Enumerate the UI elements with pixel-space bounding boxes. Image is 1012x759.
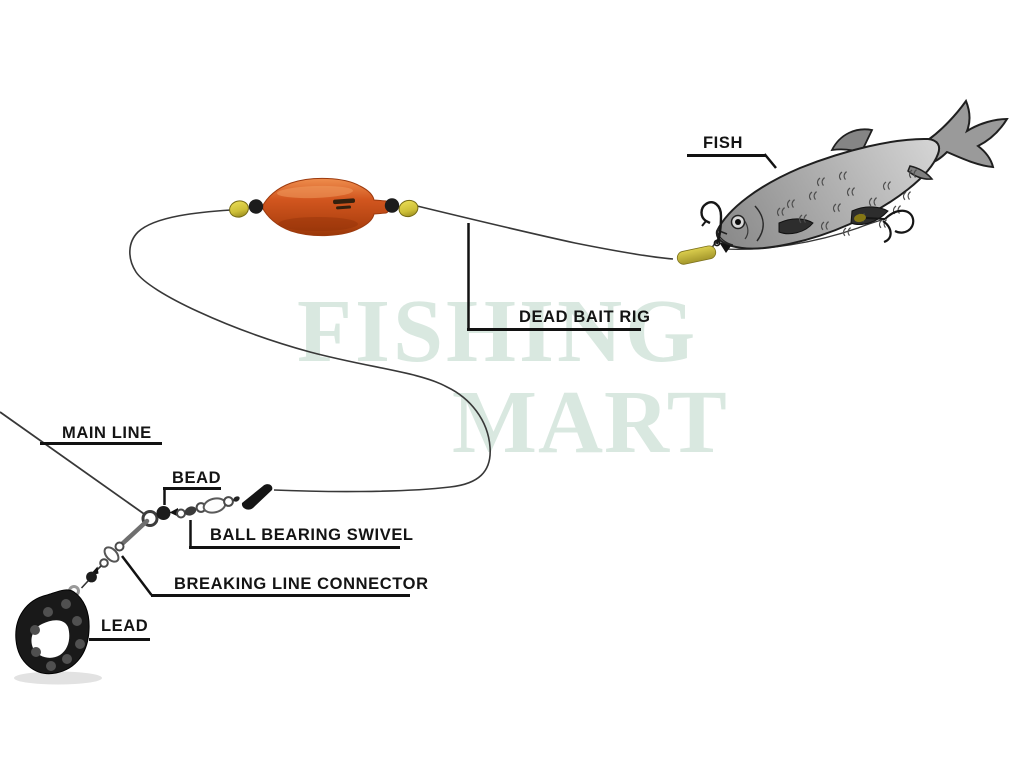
float-stop-bead-black-right [384,198,400,213]
connector-line [80,580,89,589]
bead-black [156,506,171,520]
connector-bar [119,518,150,547]
fish-pupil [735,219,741,225]
float-assembly [229,177,419,237]
swivel-link [184,506,197,516]
swivel-ring [223,496,234,507]
label-bead: BEAD [172,469,222,487]
main-line [0,411,148,517]
fish-body [715,137,941,250]
leader-line [416,205,674,260]
lead-dimples [30,599,85,671]
label-lead: LEAD [101,617,149,635]
bait-tube [676,245,717,265]
float-logo [333,198,356,210]
float-shade [278,217,358,231]
breaking-line-connector-callout-line [121,555,153,596]
label-fish: FISH [703,134,743,152]
belly-treble-hook-icon [854,209,915,244]
bead-arrow-icon [169,508,178,517]
float-stop-bead-yellow-left [229,200,249,218]
fish-illustration [700,98,1009,253]
fish-callout-line [763,153,777,169]
watermark-mart: MART [452,373,728,472]
watermark-fishing: FISHING [297,282,699,381]
connector-bead-black [86,571,97,583]
mouth-hook-icon [700,201,723,247]
label-dead-bait-rig: DEAD BAIT RIG [519,308,651,326]
swivel-ring [176,508,186,519]
swivel-junction [141,484,273,527]
fish-mouth-line [716,229,728,235]
rig-line-loop [129,209,491,493]
label-ball-bearing-swivel: BALL BEARING SWIVEL [210,526,414,544]
float-stop-bead-yellow-right [398,199,419,218]
swivel-link [233,496,240,502]
anti-tangle-cone [241,484,273,510]
fish-tail-small-fin [907,165,934,180]
connector-swivel-barrel [103,546,120,563]
ball-bearing-swivel-barrel [202,497,227,514]
callout-lines [40,153,777,641]
breaking-line-connector-chain [80,518,150,589]
lead-hole [31,620,70,658]
label-breaking-line-connector: BREAKING LINE CONNECTOR [174,575,429,593]
label-main-line: MAIN LINE [62,424,152,442]
fish-pectoral-fin [778,218,814,235]
lead-shadow [14,671,102,685]
connector-ring [99,558,109,568]
fish-tail-fin [926,98,1009,169]
lead-weight [14,585,102,685]
fish-gill-line [754,205,764,242]
connector-ring [114,541,125,552]
float-stop-bead-black-left [248,199,264,214]
mouth-arrow-icon [719,242,731,253]
fish-jaw-line [716,230,734,246]
float-highlight [277,185,353,199]
